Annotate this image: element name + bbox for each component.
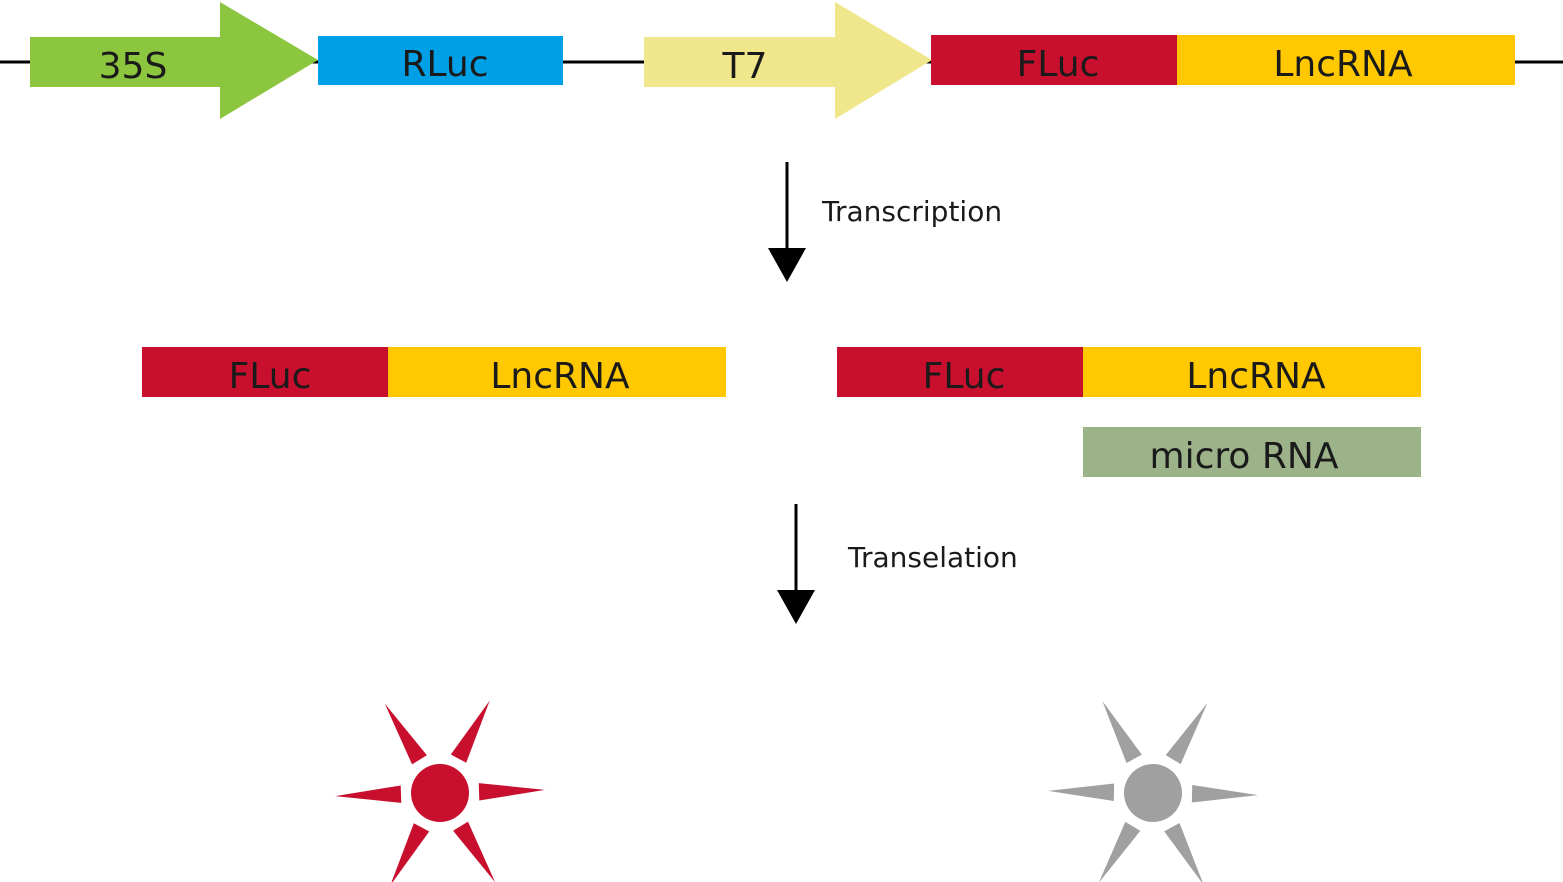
transcription-arrow-head [768,248,806,282]
left-transcript-fluc-label: FLuc [229,356,312,397]
star-ray [450,700,490,763]
microrna-label: micro RNA [1150,436,1339,477]
luminescence-star-on [335,700,545,882]
lncrna-block [1177,35,1515,85]
star-ray [391,823,430,882]
star-ray [335,785,402,803]
star-ray [1048,783,1115,801]
right-transcript-lncrna-block [1083,347,1421,397]
fluc-block [931,35,1177,85]
star-ray [1099,821,1141,882]
star-core [1124,764,1182,822]
rluc-label: RLuc [401,44,488,85]
star-ray [384,703,427,765]
left-transcript-fluc-block [142,347,388,397]
promoter-35s-arrow [30,2,318,119]
promoter-35s-label: 35S [99,46,168,87]
star-ray [478,783,545,801]
star-ray [1165,703,1208,765]
star-ray [1164,822,1203,882]
promoter-t7-label: T7 [722,46,768,87]
left-transcript-lncrna-block [388,347,726,397]
translation-arrow-head [777,590,815,624]
lncrna-label: LncRNA [1273,44,1413,85]
transcription-label: Transcription [821,195,1002,228]
rluc-block [318,36,563,85]
left-transcript-lncrna-label: LncRNA [490,356,630,397]
right-transcript-lncrna-label: LncRNA [1186,356,1326,397]
right-transcript-fluc-block [837,347,1083,397]
star-ray [1191,785,1258,803]
star-core [411,764,469,822]
microrna-block [1083,427,1421,477]
fluc-label: FLuc [1017,44,1100,85]
translation-label: Transelation [847,541,1018,574]
luminescence-star-off [1048,701,1258,882]
right-transcript-fluc-label: FLuc [923,356,1006,397]
promoter-t7-arrow [644,2,932,119]
star-ray [1102,701,1142,764]
star-ray [453,821,496,882]
